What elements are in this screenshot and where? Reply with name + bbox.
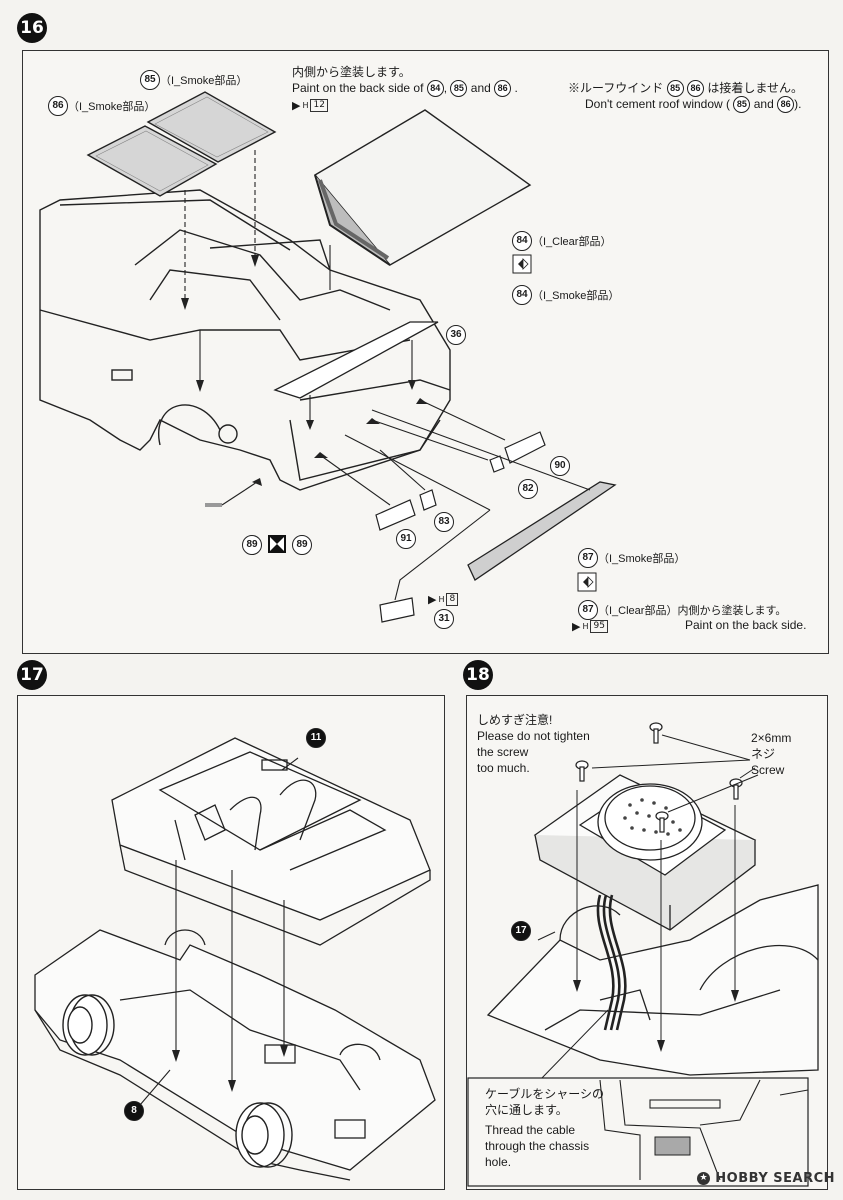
roof-note-en: Don't cement roof window ( 85 and 86). [585,96,802,114]
part-90-callout: 90 [550,456,570,476]
part-label: （I_Smoke部品） [68,101,156,113]
step-17-badge: 17 [17,660,47,690]
roof-note-jp: ※ルーフウインド 85 86 は接着しません。 [568,80,803,98]
part-8-callout: 8 [124,1101,144,1121]
part-11-callout: 11 [306,728,326,748]
watermark: ★ HOBBY SEARCH [697,1171,835,1186]
screw-label-jp: ネジ [751,747,776,761]
watermark-text: HOBBY SEARCH [715,1171,835,1186]
cable-note-jp-1: ケーブルをシャーシの [485,1087,605,1101]
part-number: 83 [434,512,454,532]
part-31-page-ref: ▶H 8 [428,593,459,606]
roof-note-prefix: ※ルーフウインド [568,81,664,95]
part-number: 31 [434,609,454,629]
and-word: and [470,81,491,95]
part-label: （I_Smoke部品） [598,553,686,565]
part-number: 86 [48,96,68,116]
part-number: 84 [512,231,532,251]
part-82-callout: 82 [518,479,538,499]
part-number: 86 [777,96,795,114]
screw-label-en: Screw [751,763,785,777]
part-87-clear-callout: 87 （I_Clear部品） 内側から塗装します。 [578,600,786,620]
part-note: 内側から塗装します。 [677,605,787,617]
part-number: 8 [124,1101,144,1121]
part-label: （I_Clear部品） [598,605,678,617]
tighten-warning-line-2: the screw [477,745,529,759]
part-91-callout: 91 [396,529,416,549]
paint-icon: ▶ [572,620,581,633]
step-18-badge: 18 [463,660,493,690]
tighten-warning-jp: しめすぎ注意! [477,713,553,727]
paint-page-ref: ▶H 12 [292,99,328,112]
part-number: 90 [550,456,570,476]
part-number: 87 [578,600,598,620]
part-number: 84 [512,285,532,305]
step-16-badge: 16 [17,13,47,43]
paint-icon: ▶ [292,99,301,112]
cable-note-en-3: hole. [485,1155,512,1169]
cable-note-en-2: through the chassis [485,1139,590,1153]
part-number: 85 [666,80,684,98]
part-84-smoke-callout: 84 （I_Smoke部品） [512,285,619,305]
part-85-callout: 85 （I_Smoke部品） [140,70,247,90]
page-number: 8 [446,593,459,606]
part-number: 17 [511,921,531,941]
part-number: 85 [140,70,160,90]
paint-note-jp: 内側から塗装します。 [292,65,411,79]
paint-note-en: Paint on the back side of 84, 85 and 86 … [292,80,518,98]
part-number: 85 [450,80,468,98]
part-number: 86 [686,80,704,98]
part-number: 87 [578,548,598,568]
step-number: 18 [466,665,490,685]
part-label: （I_Clear部品） [532,236,612,248]
part-number: 89 [242,535,262,555]
part-label: （I_Smoke部品） [160,75,248,87]
part-87-page-ref: ▶H 95 [572,620,608,633]
part-36-callout: 36 [446,325,466,345]
part-number: 82 [518,479,538,499]
part-89-callout-left: 89 [242,535,262,555]
part-number: 89 [292,535,312,555]
part-31-callout: 31 [434,609,454,629]
part-number: 84 [426,80,444,98]
part-number: 11 [306,728,326,748]
paint-icon: ▶ [428,593,437,606]
roof-note-prefix: Don't cement roof window ( [585,97,731,111]
screw-size-label: 2×6mm [751,731,792,745]
part-number: 85 [733,96,751,114]
part-83-callout: 83 [434,512,454,532]
paint-back-side-note: Paint on the back side. [685,618,807,632]
tighten-warning-line-1: Please do not tighten [477,729,590,743]
and-word: and [753,97,774,111]
watermark-logo-icon: ★ [697,1172,711,1185]
step-number: 17 [20,665,44,685]
part-label: （I_Smoke部品） [532,290,620,302]
part-17-callout: 17 [511,921,531,941]
part-89-callout-right: 89 [292,535,312,555]
cable-note-jp-2: 穴に通します。 [485,1103,568,1117]
part-number: 91 [396,529,416,549]
part-87-smoke-callout: 87 （I_Smoke部品） [578,548,685,568]
page-number: 95 [590,620,608,633]
paint-note-prefix: Paint on the back side of [292,81,424,95]
step-number: 16 [20,18,44,38]
part-86-callout: 86 （I_Smoke部品） [48,96,155,116]
tighten-warning-line-3: too much. [477,761,530,775]
roof-note-suffix: ). [794,97,802,111]
part-number: 86 [494,80,512,98]
part-84-clear-callout: 84 （I_Clear部品） [512,231,611,251]
roof-note-suffix: は接着しません。 [707,81,803,95]
page-number: 12 [310,99,328,112]
part-number: 36 [446,325,466,345]
cable-note-en-1: Thread the cable [485,1123,576,1137]
